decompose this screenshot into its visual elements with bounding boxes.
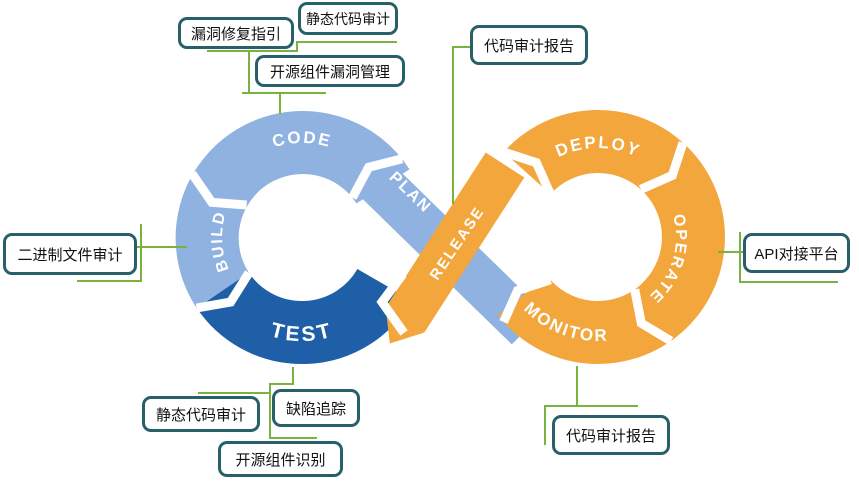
callout-label: 开源组件识别	[235, 451, 326, 469]
callout-label: 二进制文件审计	[17, 246, 123, 264]
callout-api-platform: API对接平台	[743, 233, 850, 273]
right-loop-orange-arc	[497, 110, 725, 364]
connector-line	[279, 92, 281, 114]
connector-line	[242, 92, 326, 94]
connector-line	[544, 405, 546, 445]
connector-line	[198, 392, 271, 394]
chevron-test-release	[376, 271, 408, 336]
svg-text:TEST: TEST	[268, 319, 335, 347]
connector-line	[207, 50, 297, 52]
connector-line	[292, 367, 294, 385]
callout-label: 静态代码审计	[306, 10, 390, 27]
connector-line	[452, 46, 472, 48]
connector-line	[576, 366, 578, 407]
left-loop-light-arc	[175, 111, 410, 308]
callout-label: 代码审计报告	[565, 427, 656, 445]
connector-line	[269, 383, 271, 439]
callout-label: 漏洞修复指引	[190, 25, 281, 43]
stage-release-band	[385, 152, 525, 344]
callout-defect-tracking: 缺陷追踪	[272, 389, 360, 427]
callout-label: 缺陷追踪	[285, 400, 346, 418]
callout-label: 开源组件漏洞管理	[269, 63, 390, 81]
chevron-build-test	[195, 270, 253, 313]
callout-label: 静态代码审计	[155, 406, 246, 424]
callout-static-code-audit-top: 静态代码审计	[298, 2, 398, 35]
chevron-code-build	[188, 170, 247, 210]
connector-line	[296, 41, 397, 43]
stage-test-arc	[196, 268, 412, 364]
callout-vuln-fix-guide: 漏洞修复指引	[178, 17, 294, 49]
chevron-operate-monitor	[630, 288, 674, 345]
chevron-monitor-end	[499, 275, 552, 324]
callout-binary-file-audit: 二进制文件审计	[3, 233, 137, 275]
connector-line	[296, 41, 298, 52]
svg-text:BUILD: BUILD	[209, 209, 233, 274]
connector-line	[718, 251, 744, 253]
chevron-release-deploy	[502, 147, 555, 197]
callout-oss-identification: 开源组件识别	[218, 441, 343, 477]
callout-oss-vuln-management: 开源组件漏洞管理	[255, 55, 405, 87]
connector-line	[269, 383, 294, 385]
connector-line	[739, 232, 741, 282]
callout-code-audit-report-bottom: 代码审计报告	[552, 415, 670, 455]
callout-code-audit-report-top: 代码审计报告	[470, 25, 588, 65]
connector-line	[137, 246, 187, 248]
chevron-plan-code	[348, 154, 404, 200]
chevron-deploy-operate	[638, 141, 688, 194]
stage-test-label: TEST	[268, 319, 332, 347]
callout-static-code-audit-bottom: 静态代码审计	[142, 396, 260, 432]
stage-build-label: BUILD	[209, 209, 231, 274]
connector-line	[77, 280, 142, 282]
callout-label: API对接平台	[754, 245, 839, 263]
connector-line	[545, 405, 638, 407]
callout-label: 代码审计报告	[483, 37, 574, 55]
connector-line	[140, 224, 142, 282]
connector-line	[739, 281, 838, 283]
connector-line	[248, 50, 250, 94]
connector-line	[452, 46, 454, 204]
connector-line	[269, 437, 317, 439]
